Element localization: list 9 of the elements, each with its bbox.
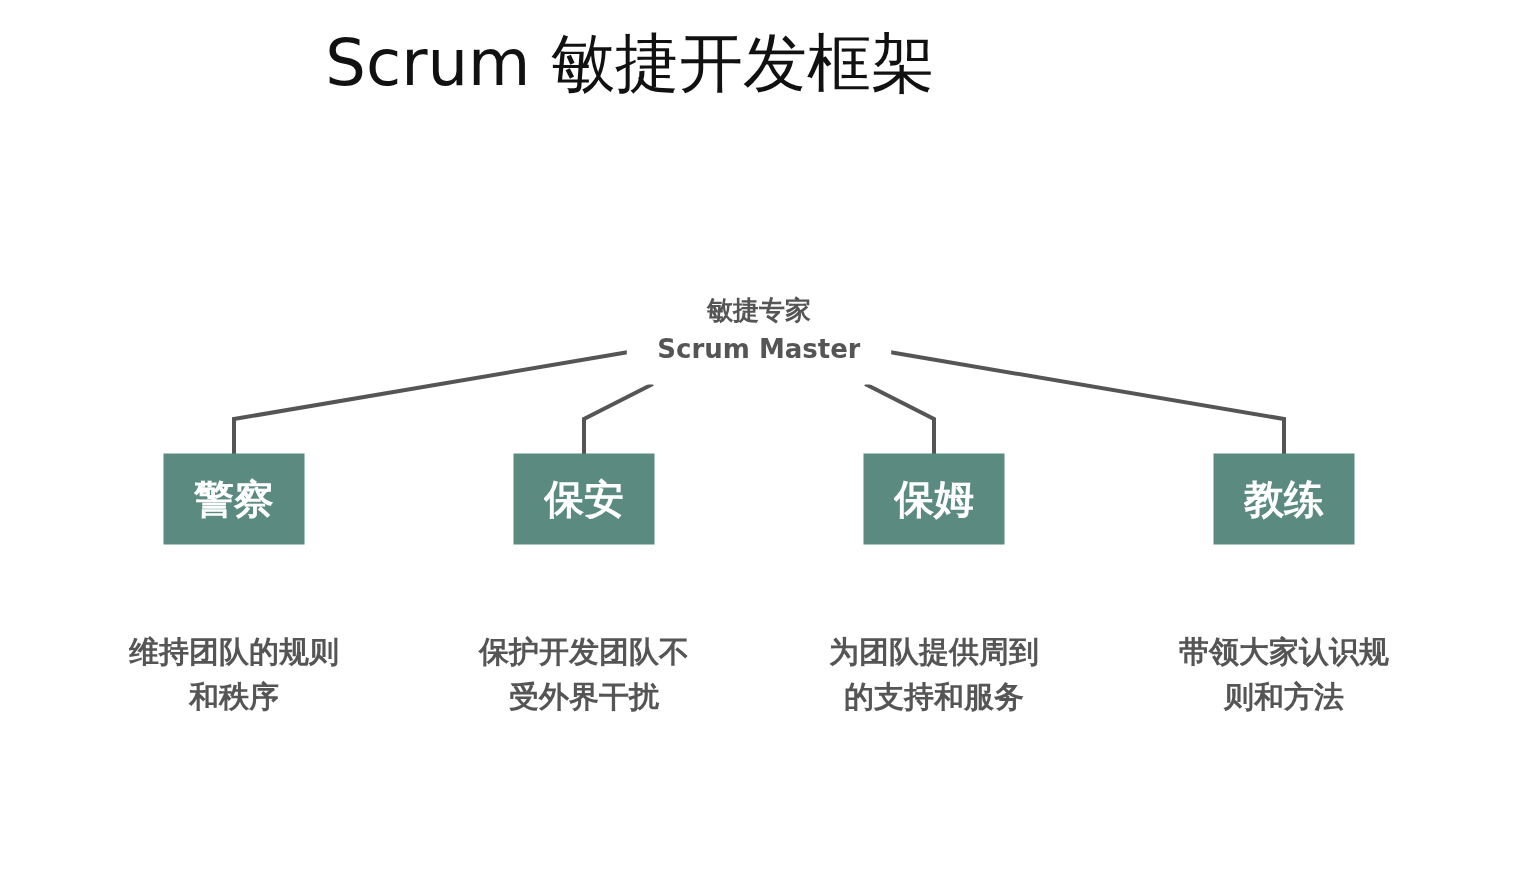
node-box: 警察 bbox=[163, 453, 305, 545]
diagram-title: Scrum 敏捷开发框架 bbox=[324, 25, 936, 102]
node-label: 维持团队的规则和秩序 bbox=[129, 634, 339, 714]
node-label: 保护开发团队不受外界干扰 bbox=[479, 634, 689, 714]
connector bbox=[232, 350, 628, 454]
node-label: 为团队提供周到的支持和服务 bbox=[829, 634, 1039, 714]
connector bbox=[890, 350, 1286, 454]
node-label: 带领大家认识规则和方法 bbox=[1179, 634, 1389, 714]
node-text: 敏捷专家 Scrum Master bbox=[657, 295, 861, 364]
